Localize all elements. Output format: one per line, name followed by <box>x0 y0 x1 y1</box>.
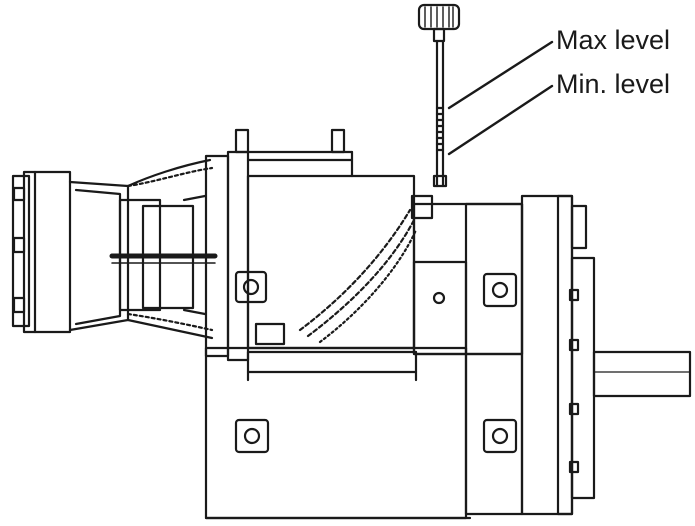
lower-housing <box>204 346 472 520</box>
min-level-label: Min. level <box>556 69 671 99</box>
output-housing <box>412 194 692 516</box>
input-flange <box>11 170 218 334</box>
min-level-leader <box>447 84 554 156</box>
max-level-leader <box>447 40 554 110</box>
max-level-label: Max level <box>556 25 671 55</box>
bell-housing <box>126 158 214 340</box>
center-housing <box>204 128 434 362</box>
dipstick <box>417 3 461 188</box>
